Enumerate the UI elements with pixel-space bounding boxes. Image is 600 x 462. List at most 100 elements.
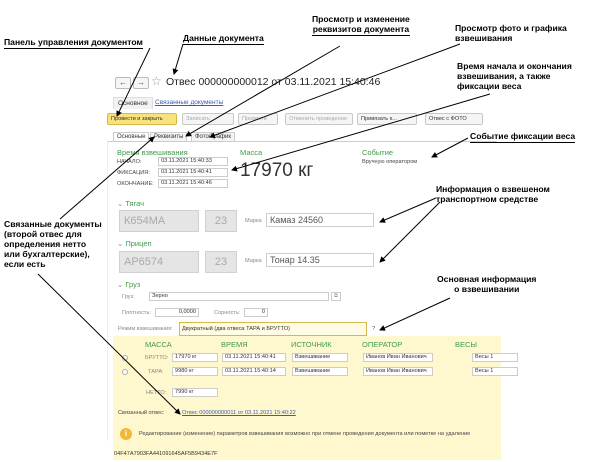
trailer-brand-label: Марка — [245, 258, 262, 264]
callout-time-line2: взвешивания, а также — [457, 71, 551, 81]
callout-doc-data: Данные документа — [183, 33, 264, 45]
write-button[interactable]: Записать — [182, 113, 234, 125]
chevron-down-icon: ⌄ — [117, 239, 126, 248]
callout-main-info: Основная информация о взвешивании — [437, 274, 536, 294]
tara-radio[interactable] — [122, 369, 128, 375]
tab-linked-documents[interactable]: Связанные документы — [155, 99, 224, 106]
col-operator-header: ОПЕРАТОР — [362, 340, 403, 349]
callout-vehicle: Информация о взвешеном транспортном сред… — [436, 184, 550, 204]
tara-operator-field: Иванов Иван Иванович — [363, 367, 433, 376]
callout-related-line5: если есть — [4, 259, 46, 269]
callout-vehicle-line1: Информация о взвешеном — [436, 184, 550, 194]
col-time-header: ВРЕМЯ — [221, 340, 248, 349]
document-toolbar: Провести и закрыть Записать Провести Отм… — [107, 113, 497, 126]
mass-value: 17970 кг — [240, 160, 314, 181]
arrow-doc-data — [172, 43, 184, 75]
brutto-scales-field: Весы 1 — [472, 353, 518, 362]
tara-time-field: 03.11.2021 15:40:14 — [222, 367, 286, 376]
brutto-operator-field: Иванов Иван Иванович — [363, 353, 433, 362]
start-time-field: 03.11.2021 15:40:33 — [158, 157, 228, 166]
tab-main[interactable]: Основное — [113, 97, 153, 109]
trailer-region: 23 — [205, 251, 237, 273]
callout-photo: Просмотр фото и графика взвешивания — [455, 23, 567, 43]
subtab-photo-graph[interactable]: Фото/График — [191, 132, 235, 141]
linked-weighing-label: Связанный отвес: — [118, 410, 165, 416]
mass-heading: Масса — [240, 148, 263, 157]
tara-source-field: Взвешивание — [292, 367, 348, 376]
col-scales-header: ВЕСЫ — [455, 340, 478, 349]
callout-event: Событие фиксации веса — [470, 131, 576, 143]
mode-help-icon[interactable]: ? — [372, 326, 376, 332]
brutto-label: БРУТТО: — [145, 355, 169, 361]
open-link-icon[interactable]: ⧉ — [331, 292, 341, 301]
grade-label: Сорность: — [214, 310, 241, 316]
netto-label: НЕТТО: — [146, 390, 167, 396]
callout-photo-line1: Просмотр фото и графика — [455, 23, 567, 33]
trailer-heading[interactable]: ⌄ Прицеп — [117, 239, 152, 248]
subtab-main[interactable]: Основные — [113, 132, 150, 141]
tractor-brand-field[interactable]: Камаз 24560 — [266, 213, 374, 227]
post-and-close-button[interactable]: Провести и закрыть — [107, 113, 177, 125]
callout-doc-panel: Панель управления документом — [4, 37, 143, 49]
callout-related: Связанные документы (второй отвес для оп… — [4, 219, 102, 269]
post-button[interactable]: Провести — [238, 113, 278, 125]
fix-time-field: 03.11.2021 15:40:41 — [158, 168, 228, 177]
favorite-star-icon[interactable]: ☆ — [151, 74, 162, 88]
tara-mass-field: 9980 кг — [172, 367, 218, 376]
back-button[interactable]: ← — [115, 77, 131, 89]
callout-vehicle-line2: транспортном средстве — [436, 194, 539, 204]
end-label: ОКОНЧАНИЕ: — [117, 181, 154, 187]
info-icon: i — [120, 428, 132, 440]
tractor-region: 23 — [205, 210, 237, 232]
callout-related-line4: или бухгалтерские), — [4, 249, 90, 259]
start-label: НАЧАЛО: — [117, 159, 142, 165]
callout-view-edit-line2: реквизитов документа — [312, 24, 410, 36]
col-mass-header: МАССА — [145, 340, 172, 349]
tractor-heading-label: Тягач — [125, 199, 145, 208]
trailer-brand-field[interactable]: Тонар 14.35 — [266, 253, 374, 267]
cargo-heading[interactable]: ⌄ Груз — [117, 280, 140, 289]
tractor-heading[interactable]: ⌄ Тягач — [117, 199, 144, 208]
callout-photo-line2: взвешивания — [455, 33, 513, 43]
subtab-requisites[interactable]: Реквизиты — [150, 132, 188, 141]
brutto-time-field: 03.11.2021 15:40:41 — [222, 353, 286, 362]
forward-button[interactable]: → — [133, 77, 149, 89]
brutto-radio[interactable] — [122, 355, 128, 361]
callout-time-line3: фиксации веса — [457, 81, 522, 91]
tara-scales-field: Весы 1 — [472, 367, 518, 376]
callout-view-edit-line1: Просмотр и изменение — [312, 14, 410, 24]
cargo-field[interactable]: Зерно — [149, 292, 329, 301]
callout-view-edit: Просмотр и изменение реквизитов документ… — [312, 14, 410, 36]
cargo-label: Груз: — [122, 294, 135, 300]
mode-label: Режим взвешивания: — [118, 326, 173, 332]
fix-label: ФИКСАЦИЯ: — [117, 170, 150, 176]
netto-mass-field: 7990 кг — [172, 388, 218, 397]
trailer-plate: АР6574 — [119, 251, 199, 273]
weighing-time-heading: Время взвешивания — [117, 148, 188, 157]
brutto-mass-field: 17970 кг — [172, 353, 218, 362]
edit-notice-text: Редактирование (изменение) параметров вз… — [139, 431, 471, 437]
photo-weighing-button[interactable]: Отвес с ФОТО — [425, 113, 483, 125]
cargo-heading-label: Груз — [125, 280, 141, 289]
brutto-source-field: Взвешивание — [292, 353, 348, 362]
density-label: Плотность: — [122, 310, 151, 316]
document-hash: 04F47A7903FA441091645AF5B9434E7F — [114, 451, 218, 457]
event-value: Вручную оператором — [362, 159, 418, 165]
callout-main-info-line2: о взвешивании — [454, 284, 520, 294]
tara-label: ТАРА: — [148, 369, 164, 375]
callout-related-line1: Связанные документы — [4, 219, 102, 229]
attach-to-button[interactable]: Привязать к... — [357, 113, 417, 125]
document-title: Отвес 000000000012 от 03.11.2021 15:40:4… — [166, 76, 381, 88]
linked-weighing-link[interactable]: Отвес 000000000011 от 03.11.2021 15:40:2… — [182, 410, 296, 416]
weighing-mode-field[interactable]: Двукратный (два отвеса ТАРА и БРУТТО) — [179, 322, 367, 336]
callout-main-info-line1: Основная информация — [437, 274, 537, 284]
tractor-plate: К654МА — [119, 210, 199, 232]
callout-related-line2: (второй отвес для — [4, 229, 82, 239]
col-source-header: ИСТОЧНИК — [291, 340, 332, 349]
callout-related-line3: определения нетто — [4, 239, 87, 249]
cancel-post-button[interactable]: Отменить проведение — [285, 113, 353, 125]
density-field[interactable]: 0,0000 — [155, 308, 199, 317]
grade-field[interactable]: 0 — [244, 308, 268, 317]
callout-time-line1: Время начала и окончания — [457, 61, 572, 71]
end-time-field: 03.11.2021 15:40:46 — [158, 179, 228, 188]
